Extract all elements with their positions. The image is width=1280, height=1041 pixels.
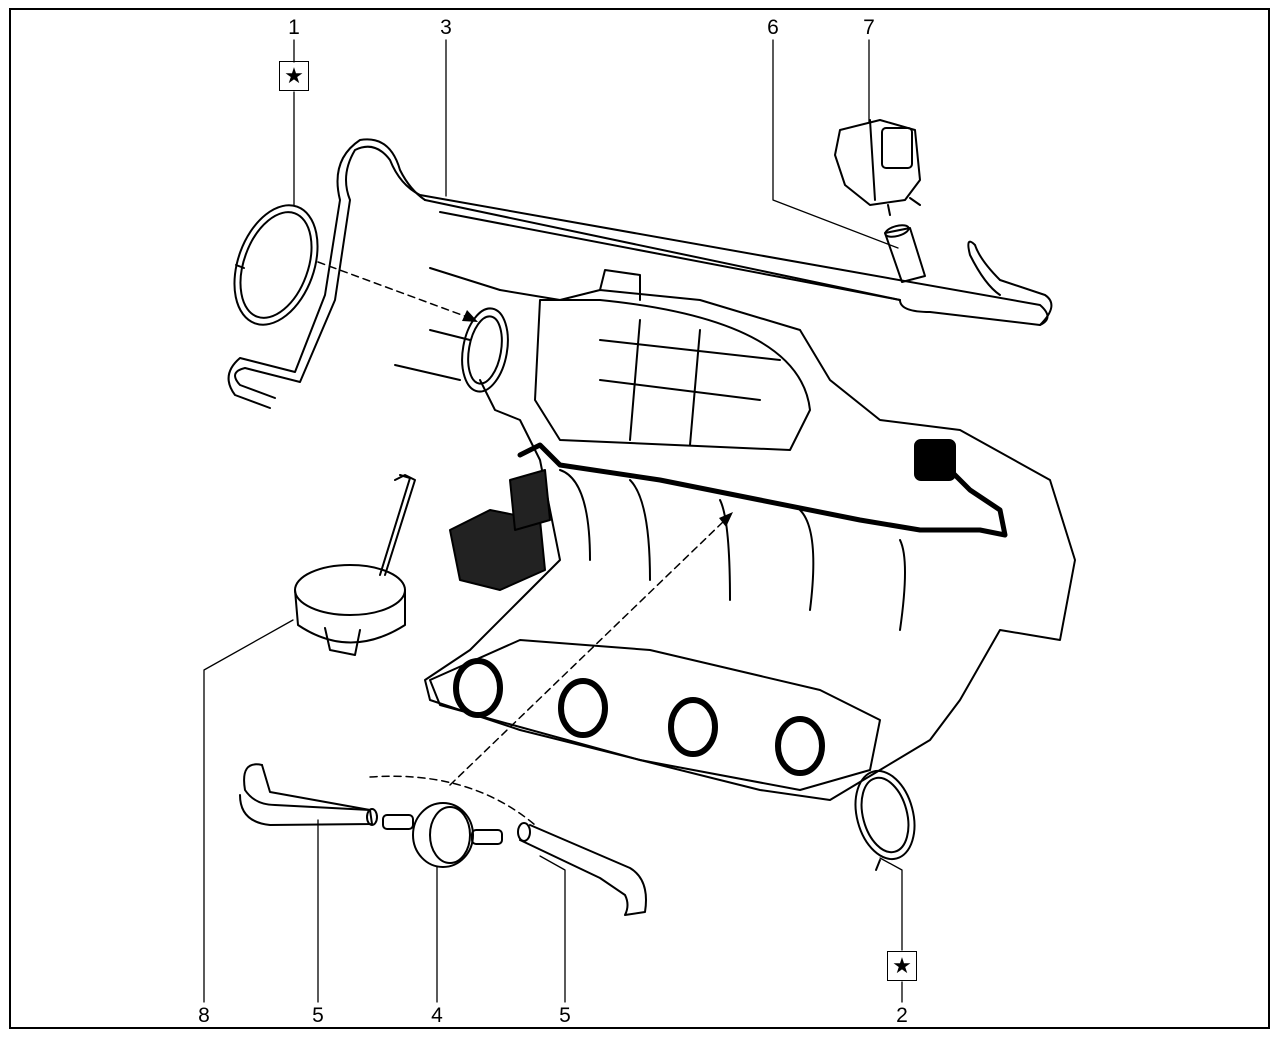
- callout-4: 4: [431, 1004, 443, 1027]
- leader-lines: [203, 39, 903, 1003]
- part-8-vacuum-actuator: [294, 474, 416, 656]
- part-6-short-hose: [884, 224, 926, 283]
- callout-5-right: 5: [559, 1004, 571, 1027]
- callout-7: 7: [863, 16, 875, 39]
- part-1-seal-ring: [233, 204, 319, 326]
- callout-5-left: 5: [312, 1004, 324, 1027]
- callout-2: 2: [896, 1004, 908, 1027]
- star-box-2: ★: [887, 951, 917, 981]
- callout-1: 1: [288, 16, 300, 39]
- callout-3: 3: [440, 16, 452, 39]
- star-box-1: ★: [279, 61, 309, 91]
- callout-6: 6: [767, 16, 779, 39]
- callout-8: 8: [198, 1004, 210, 1027]
- part-5-hose-right: [517, 822, 647, 916]
- diagram-frame: [9, 8, 1270, 1029]
- part-7-solenoid-valve: [834, 119, 921, 216]
- part-2-seal-ring: [854, 769, 916, 871]
- intake-manifold: [394, 267, 1076, 801]
- part-5-hose-left: [239, 763, 378, 826]
- dashed-guides: [317, 261, 726, 826]
- part-4-check-valve: [382, 802, 503, 868]
- part-3-hose: [227, 138, 1053, 409]
